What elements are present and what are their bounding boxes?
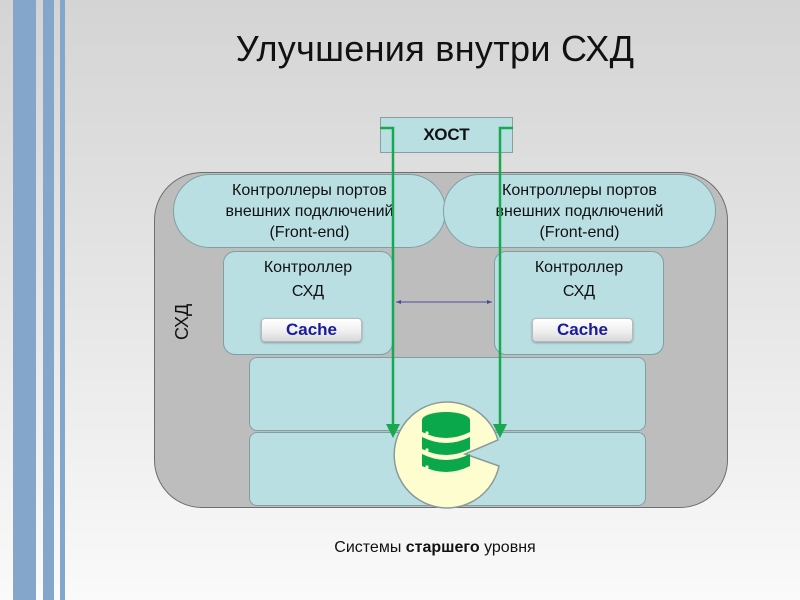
cache-button-left[interactable]: Cache xyxy=(261,318,362,342)
slide-caption: Системы старшего уровня xyxy=(0,539,800,557)
decorative-stripe xyxy=(43,0,54,600)
caption-prefix: Системы xyxy=(334,539,406,556)
disk-shelf xyxy=(249,357,646,431)
frontend-controller-right: Контроллеры портов внешних подключений (… xyxy=(443,174,716,248)
frontend-line: (Front-end) xyxy=(269,223,350,241)
host-box: ХОСТ xyxy=(380,117,513,153)
frontend-line: (Front-end) xyxy=(539,223,620,241)
controller-line: Контроллер xyxy=(534,259,624,276)
frontend-line: внешних подключений xyxy=(495,202,664,220)
disk-shelf xyxy=(249,432,646,506)
controller-line: Контроллер xyxy=(263,259,353,276)
frontend-line: внешних подключений xyxy=(225,202,394,220)
frontend-line: Контроллеры портов xyxy=(232,181,387,199)
decorative-stripe xyxy=(13,0,36,600)
controller-line: СХД xyxy=(291,283,325,300)
frontend-line: Контроллеры портов xyxy=(502,181,657,199)
cache-button-right[interactable]: Cache xyxy=(532,318,633,342)
controller-line: СХД xyxy=(562,283,596,300)
storage-label: СХД xyxy=(172,303,192,340)
caption-suffix: уровня xyxy=(479,539,536,556)
caption-emphasis: старшего xyxy=(405,539,480,556)
frontend-controller-left: Контроллеры портов внешних подключений (… xyxy=(173,174,446,248)
decorative-stripe xyxy=(60,0,65,600)
storage-controller-left: Контроллер СХД Cache xyxy=(223,251,393,355)
slide-title: Улучшения внутри СХД xyxy=(235,28,635,69)
storage-controller-right: Контроллер СХД Cache xyxy=(494,251,664,355)
